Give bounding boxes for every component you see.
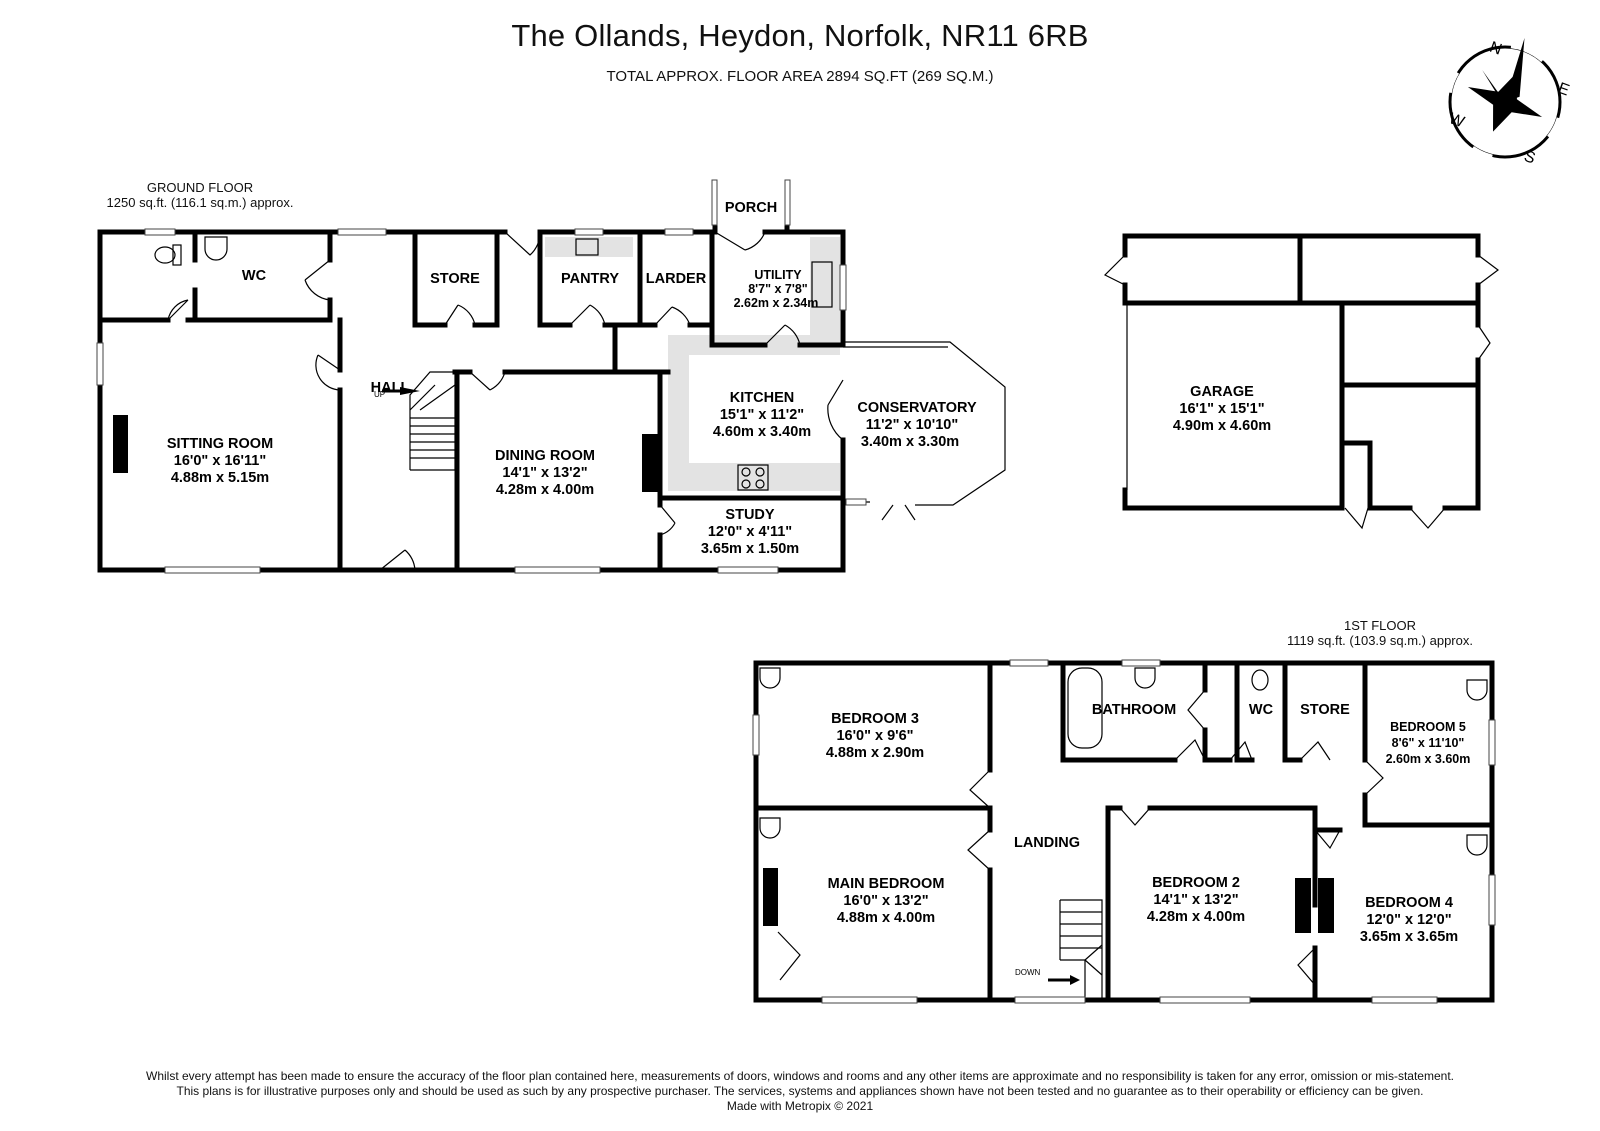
room-bedroom5-label: BEDROOM 5 xyxy=(1390,720,1466,734)
room-conservatory-metric: 3.40m x 3.30m xyxy=(861,434,959,450)
basin-icon xyxy=(759,817,781,839)
stairs-up-label: UP xyxy=(374,390,385,399)
basin-icon xyxy=(204,236,228,261)
room-utility-metric: 2.62m x 2.34m xyxy=(734,296,819,310)
room-utility-label: UTILITY xyxy=(754,268,802,282)
utility-sink-icon xyxy=(811,261,833,308)
room-bedroom2-label: BEDROOM 2 xyxy=(1152,875,1240,891)
room-sitting-metric: 4.88m x 5.15m xyxy=(171,470,269,486)
room-dining-imperial: 14'1" x 13'2" xyxy=(502,465,587,481)
metropix-credit: Made with Metropix © 2021 xyxy=(726,1099,874,1113)
disclaimer-line-1: Whilst every attempt has been made to en… xyxy=(146,1069,1454,1083)
room-bedroom4-label: BEDROOM 4 xyxy=(1365,895,1453,911)
room-utility-imperial: 8'7" x 7'8" xyxy=(748,282,808,296)
stairs-down-label: DOWN xyxy=(1015,968,1041,977)
disclaimer-line-2: This plans is for illustrative purposes … xyxy=(176,1084,1424,1098)
room-porch-label: PORCH xyxy=(725,200,777,216)
room-sitting-imperial: 16'0" x 16'11" xyxy=(174,453,266,469)
room-study-label: STUDY xyxy=(725,507,774,523)
room-main-bedroom-label: MAIN BEDROOM xyxy=(828,876,945,892)
room-study-metric: 3.65m x 1.50m xyxy=(701,541,799,557)
basin-icon xyxy=(1466,834,1488,856)
compass-icon: N E S W xyxy=(1445,38,1571,168)
ground-floor-plan: WC STORE PANTRY LARDER PORCH UTILITY 8'7… xyxy=(96,179,1006,574)
basin-icon xyxy=(759,667,781,689)
compass-north: N xyxy=(1487,39,1504,59)
room-wc-label: WC xyxy=(242,268,267,284)
ground-floor-label: GROUND FLOOR xyxy=(146,180,254,195)
plan-title: The Ollands, Heydon, Norfolk, NR11 6RB xyxy=(511,18,1089,53)
room-bedroom4-metric: 3.65m x 3.65m xyxy=(1360,929,1458,945)
room-bedroom2-imperial: 14'1" x 13'2" xyxy=(1153,892,1238,908)
room-kitchen-label: KITCHEN xyxy=(730,390,794,406)
fireplace-icon xyxy=(763,868,778,926)
toilet-icon xyxy=(154,246,176,264)
room-bedroom2-metric: 4.28m x 4.00m xyxy=(1147,909,1245,925)
first-floor-staircase xyxy=(1048,899,1103,1000)
compass-west: W xyxy=(1447,110,1468,131)
room-kitchen-metric: 4.60m x 3.40m xyxy=(713,424,811,440)
garage-plan: GARAGE 16'1" x 15'1" 4.90m x 4.60m xyxy=(1103,233,1499,530)
room-first-wc-label: WC xyxy=(1249,702,1274,718)
room-larder-label: LARDER xyxy=(646,271,707,287)
ground-floor-area: 1250 sq.ft. (116.1 sq.m.) approx. xyxy=(106,195,294,210)
room-garage-imperial: 16'1" x 15'1" xyxy=(1179,401,1264,417)
hob-icon xyxy=(737,464,769,491)
fireplace-icon xyxy=(1318,878,1334,933)
room-main-bedroom-imperial: 16'0" x 13'2" xyxy=(843,893,928,909)
room-bedroom3-metric: 4.88m x 2.90m xyxy=(826,745,924,761)
disclaimer: Whilst every attempt has been made to en… xyxy=(40,1069,1560,1114)
room-bedroom3-imperial: 16'0" x 9'6" xyxy=(836,728,913,744)
first-floor-label: 1ST FLOOR xyxy=(1343,618,1416,633)
room-landing-label: LANDING xyxy=(1014,835,1080,851)
room-pantry-label: PANTRY xyxy=(561,271,619,287)
room-study-imperial: 12'0" x 4'11" xyxy=(708,524,792,540)
ground-floor-staircase xyxy=(382,371,456,471)
ground-floor-heading: GROUND FLOOR 1250 sq.ft. (116.1 sq.m.) a… xyxy=(80,180,320,210)
room-kitchen-imperial: 15'1" x 11'2" xyxy=(720,407,804,423)
room-garage-label: GARAGE xyxy=(1190,384,1254,400)
room-main-bedroom-metric: 4.88m x 4.00m xyxy=(837,910,935,926)
first-floor-area: 1119 sq.ft. (103.9 sq.m.) approx. xyxy=(1287,633,1473,648)
room-first-store-label: STORE xyxy=(1300,702,1350,718)
toilet-icon xyxy=(1251,669,1269,691)
total-floor-area: TOTAL APPROX. FLOOR AREA 2894 SQ.FT (269… xyxy=(606,68,994,85)
fireplace-icon xyxy=(642,434,658,492)
fireplace-icon xyxy=(113,415,128,473)
basin-icon xyxy=(1134,667,1156,689)
basin-icon xyxy=(1466,679,1488,701)
room-conservatory-imperial: 11'2" x 10'10" xyxy=(866,417,958,433)
room-conservatory-label: CONSERVATORY xyxy=(857,400,977,416)
fireplace-icon xyxy=(1295,878,1311,933)
sink-icon xyxy=(575,238,599,256)
room-bedroom3-label: BEDROOM 3 xyxy=(831,711,919,727)
room-bedroom5-imperial: 8'6" x 11'10" xyxy=(1392,736,1465,750)
room-bathroom-label: BATHROOM xyxy=(1092,702,1176,718)
room-garage-metric: 4.90m x 4.60m xyxy=(1173,418,1271,434)
room-sitting-label: SITTING ROOM xyxy=(167,436,273,452)
first-floor-heading: 1ST FLOOR 1119 sq.ft. (103.9 sq.m.) appr… xyxy=(1270,618,1490,648)
room-store-label: STORE xyxy=(430,271,480,287)
first-floor-plan: BEDROOM 3 16'0" x 9'6" 4.88m x 2.90m BAT… xyxy=(752,659,1496,1004)
bath-icon xyxy=(1067,667,1103,749)
room-bedroom4-imperial: 12'0" x 12'0" xyxy=(1366,912,1451,928)
room-dining-label: DINING ROOM xyxy=(495,448,595,464)
room-dining-metric: 4.28m x 4.00m xyxy=(496,482,594,498)
compass-south: S xyxy=(1522,148,1538,168)
room-hall-label: HALL xyxy=(371,380,410,396)
room-bedroom5-metric: 2.60m x 3.60m xyxy=(1386,752,1471,766)
